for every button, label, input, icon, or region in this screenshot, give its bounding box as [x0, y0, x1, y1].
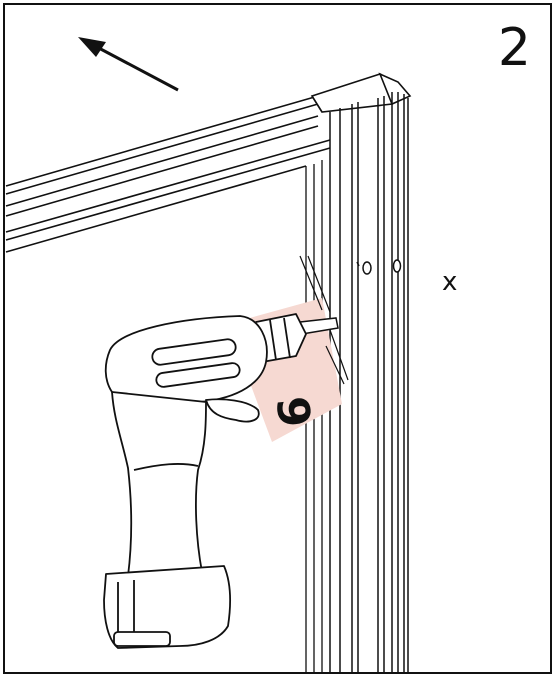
corner-connector	[310, 72, 412, 113]
cross-mark-label: x	[442, 267, 457, 297]
drill-holes	[356, 259, 402, 275]
power-drill-icon	[103, 313, 307, 649]
bit-size-label: 6	[269, 394, 323, 430]
hole-2	[392, 259, 402, 273]
top-frame-profile	[5, 95, 331, 253]
dimension-lines	[299, 255, 349, 385]
page-border	[3, 3, 552, 674]
arrow-up-left-icon	[78, 37, 179, 92]
hole-1	[362, 261, 372, 275]
step-number: 2	[497, 18, 531, 78]
vertical-frame-profile	[329, 92, 409, 673]
